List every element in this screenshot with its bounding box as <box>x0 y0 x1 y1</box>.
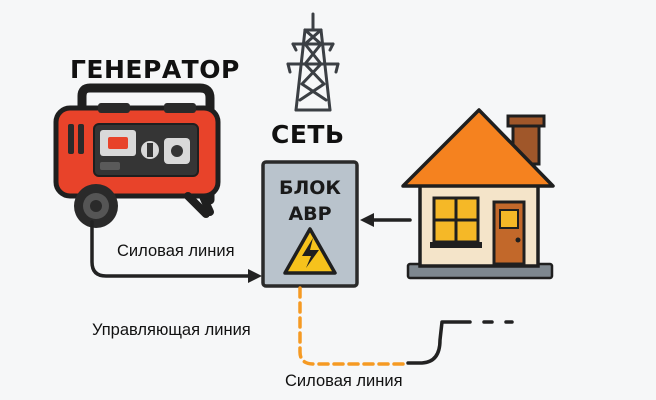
abr-box-text: БЛОК АВР <box>264 163 356 285</box>
power-line-generator <box>90 220 250 278</box>
generator-icon <box>53 83 221 228</box>
generator-label: ГЕНЕРАТОР <box>70 55 240 84</box>
control-line-label: Управляющая линия <box>92 321 251 339</box>
abr-box <box>261 160 359 288</box>
connection-lines <box>90 218 514 365</box>
grid-label: СЕТЬ <box>271 120 345 149</box>
arrow-to-abr-right <box>360 213 374 227</box>
house-icon <box>401 108 555 280</box>
arrow-to-abr-left <box>248 269 262 283</box>
power-line-label-top: Силовая линия <box>117 242 235 260</box>
power-line-bottom <box>406 320 472 365</box>
high-voltage-warning-icon <box>283 227 337 275</box>
abr-label-line2: АВР <box>288 203 332 225</box>
power-tower-icon <box>286 12 340 112</box>
power-line-label-bottom: Силовая линия <box>285 372 403 390</box>
abr-label-line1: БЛОК <box>279 177 341 199</box>
control-line <box>298 286 410 366</box>
